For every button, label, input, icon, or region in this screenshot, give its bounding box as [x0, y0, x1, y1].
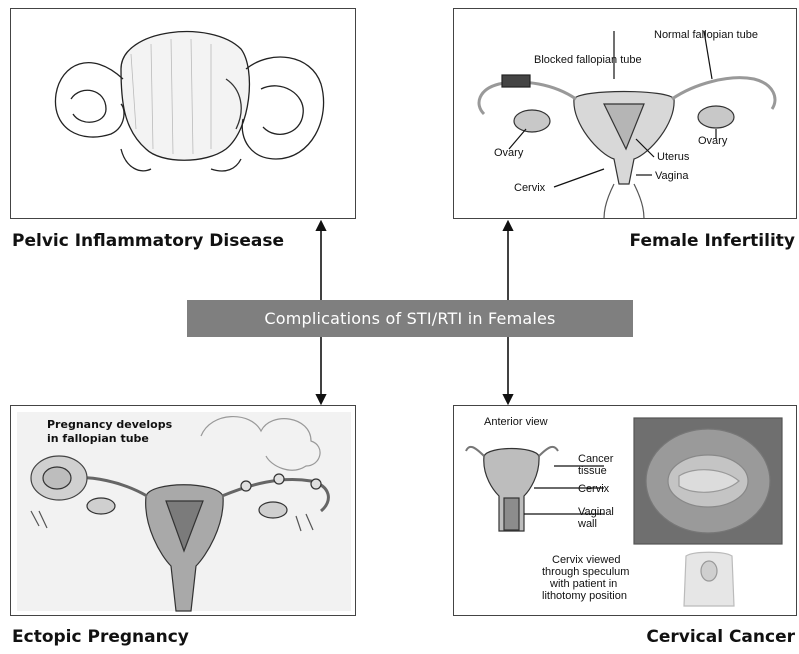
label-speculum-2: through speculum [542, 566, 629, 578]
label-vaginal-wall-1: Vaginal [578, 506, 614, 518]
cervical-illustration [454, 406, 797, 616]
label-cervix-cc: Cervix [578, 483, 609, 495]
label-pregnancy-line1: Pregnancy develops [47, 419, 172, 431]
label-cancer-tissue-1: Cancer [578, 453, 613, 465]
ectopic-panel: Pregnancy develops in fallopian tube [10, 405, 356, 616]
label-vaginal-wall-2: wall [578, 518, 597, 530]
ectopic-caption: Ectopic Pregnancy [12, 627, 189, 647]
label-speculum-1: Cervix viewed [552, 554, 620, 566]
label-cancer-tissue-2: tissue [578, 465, 607, 477]
label-speculum-3: with patient in [550, 578, 617, 590]
cervical-caption: Cervical Cancer [646, 627, 795, 647]
cervical-panel: Anterior view Cancer tissue Cervix Vagin… [453, 405, 797, 616]
label-speculum-4: lithotomy position [542, 590, 627, 602]
label-pregnancy-line2: in fallopian tube [47, 433, 149, 445]
label-anterior-view: Anterior view [484, 416, 548, 428]
